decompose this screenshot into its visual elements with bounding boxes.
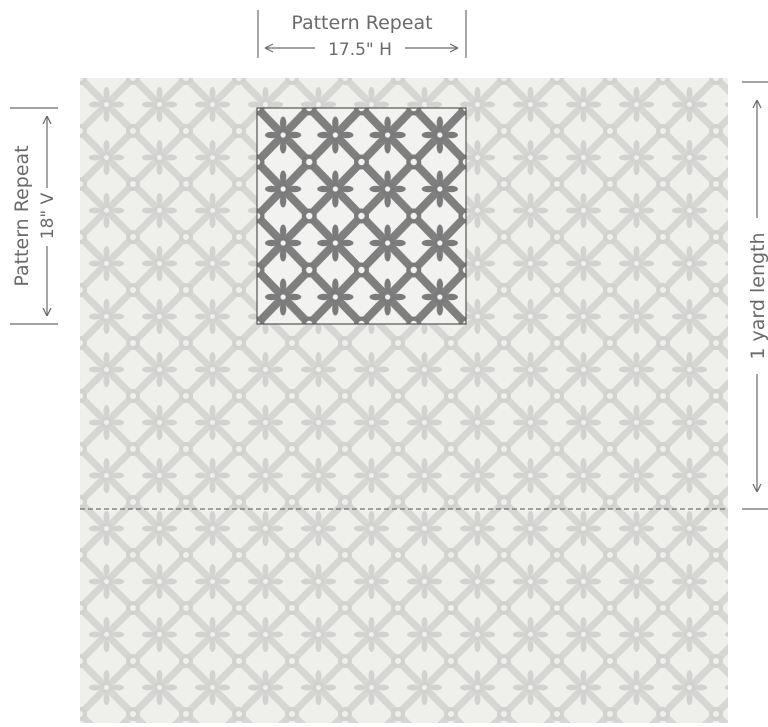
h-repeat-measure: 17.5" H [328,40,392,60]
pattern-repeat-swatch [257,108,466,324]
yard-length-indicator: 1 yard length [742,82,768,509]
yard-length-label: 1 yard length [747,232,768,359]
vertical-repeat-annotation: Pattern Repeat 18" V [10,108,58,324]
h-repeat-title: Pattern Repeat [291,12,432,34]
horizontal-repeat-annotation: Pattern Repeat 17.5" H [258,10,466,60]
v-repeat-measure: 18" V [38,192,58,239]
v-repeat-title: Pattern Repeat [11,145,33,286]
